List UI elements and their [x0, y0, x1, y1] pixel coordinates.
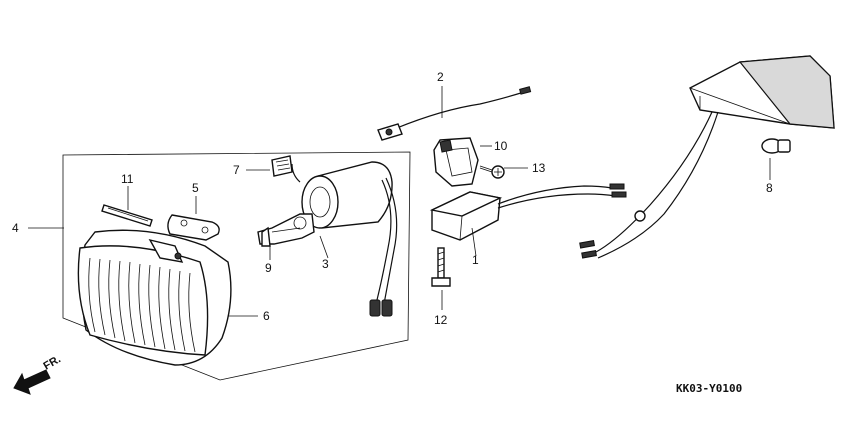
front-direction-label: FR.: [42, 353, 63, 372]
callout-12: 12: [434, 313, 448, 327]
callout-6: 6: [263, 309, 270, 323]
unit-holder: [433, 137, 479, 187]
callout-9: 9: [265, 261, 272, 275]
callout-1: 1: [472, 253, 479, 267]
headlight-assembly: [77, 229, 232, 366]
callout-11: 11: [121, 172, 134, 186]
headlight-bracket: [167, 214, 220, 241]
callout-13: 13: [532, 161, 546, 175]
callout-8: 8: [766, 181, 773, 195]
socket-grommet: [271, 155, 293, 177]
cable-tie: [101, 204, 153, 227]
drawing-code: KK03-Y0100: [676, 382, 742, 395]
control-unit: [429, 183, 627, 241]
bolt-12: [431, 247, 451, 287]
tail-lamp: [579, 55, 835, 259]
headlight-lens: [77, 245, 209, 356]
callout-10: 10: [494, 139, 508, 153]
wire-harness: [377, 86, 532, 141]
headlight-socket: [291, 161, 398, 317]
callout-2: 2: [437, 70, 444, 84]
assembly-outline: [62, 151, 411, 381]
tail-bulb: [761, 138, 791, 154]
front-arrow-icon: [13, 369, 51, 395]
tail-lamp-lens: [738, 55, 835, 129]
callout-7: 7: [233, 163, 240, 177]
screw-13: [479, 165, 505, 179]
callout-4: 4: [12, 221, 19, 235]
headlight-lens-ribs: [88, 257, 196, 353]
front-direction-indicator: FR.: [13, 353, 63, 395]
callout-3: 3: [322, 257, 329, 271]
callout-5: 5: [192, 181, 199, 195]
leader-lines: [28, 86, 771, 317]
headlight-bulb: [257, 213, 315, 247]
